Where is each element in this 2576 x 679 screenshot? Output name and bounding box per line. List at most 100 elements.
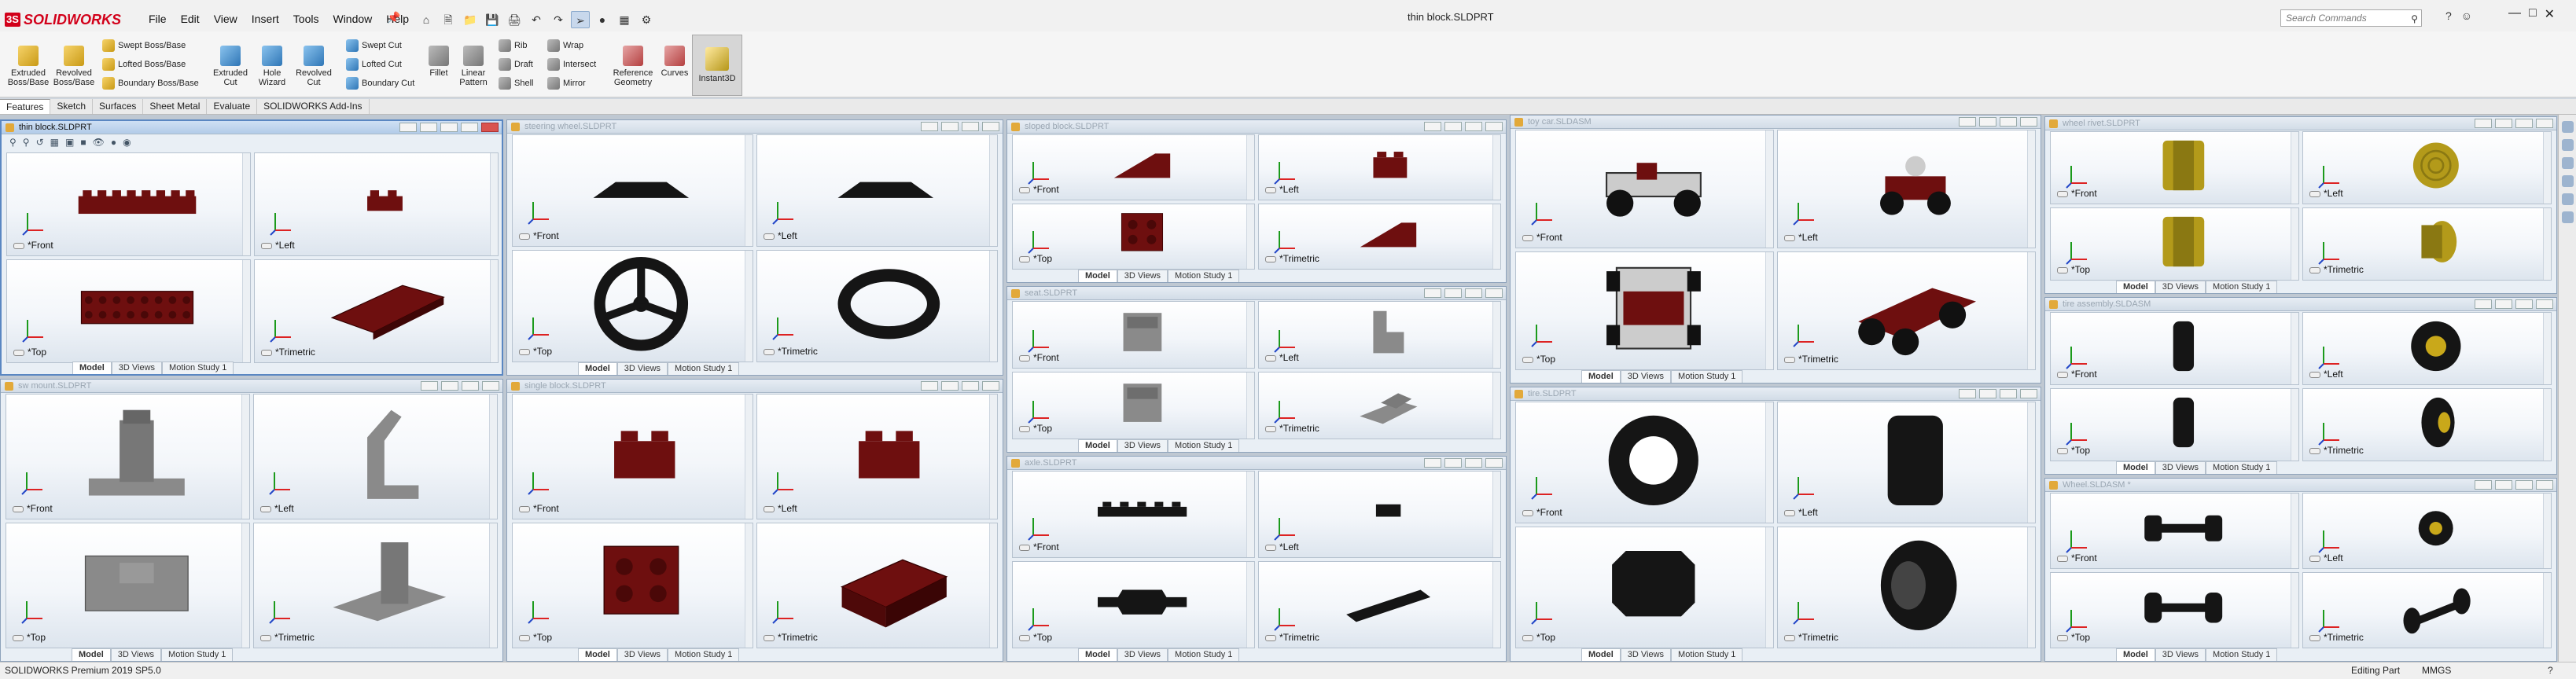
tab-model[interactable]: Model (578, 362, 617, 375)
tab-3d-views[interactable]: 3D Views (110, 648, 162, 661)
document-window[interactable]: sloped block.SLDPRT *Front *Left *Top *T… (1006, 119, 1507, 283)
viewport-front[interactable]: *Front (512, 394, 753, 519)
maximize-icon[interactable] (982, 122, 999, 131)
home-icon[interactable]: ⌂ (422, 13, 430, 26)
minimize-icon[interactable] (2515, 480, 2533, 490)
viewport-scrollbar[interactable] (745, 395, 753, 519)
tab-motion-study[interactable]: Motion Study 1 (2206, 281, 2278, 293)
viewport-front[interactable]: *Front (1515, 130, 1774, 248)
viewport-scrollbar[interactable] (1492, 562, 1500, 648)
save-icon[interactable]: 💾 (485, 13, 499, 26)
tab-motion-study[interactable]: Motion Study 1 (668, 648, 740, 661)
viewport-trimetric[interactable]: *Trimetric (756, 250, 998, 362)
viewport-scrollbar[interactable] (2291, 208, 2298, 280)
tab-motion-study[interactable]: Motion Study 1 (1671, 648, 1743, 661)
select-pointer-icon[interactable]: ➢ (571, 11, 590, 28)
viewport-scrollbar[interactable] (2291, 389, 2298, 461)
zoom-area-icon[interactable]: ⚲ (22, 137, 30, 148)
revolved-boss-button[interactable]: Revolved Boss/Base (52, 46, 96, 87)
viewport-scrollbar[interactable] (2291, 313, 2298, 384)
restore-icon[interactable] (1959, 117, 1976, 127)
minimize-icon[interactable] (1465, 458, 1482, 468)
custom-properties-icon[interactable] (2561, 211, 2574, 223)
tab-3d-views[interactable]: 3D Views (616, 362, 668, 375)
viewport-left[interactable]: *Left (2302, 493, 2552, 569)
viewport-trimetric[interactable]: *Trimetric (1258, 561, 1501, 648)
tile-icon[interactable] (1444, 288, 1462, 298)
viewport-trimetric[interactable]: *Trimetric (1258, 372, 1501, 439)
viewport-scrollbar[interactable] (2543, 573, 2551, 648)
viewport-trimetric[interactable]: *Trimetric (1777, 527, 2036, 648)
viewport-top[interactable]: *Top (1012, 372, 1255, 439)
document-window-title[interactable]: sloped block.SLDPRT (1007, 120, 1506, 134)
tab-model[interactable]: Model (2116, 461, 2155, 474)
tile-icon[interactable] (941, 381, 959, 391)
viewport-scrollbar[interactable] (745, 135, 753, 246)
document-window-title[interactable]: tire assembly.SLDASM (2045, 298, 2556, 311)
tab-model[interactable]: Model (2116, 281, 2155, 293)
tab-model[interactable]: Model (1581, 648, 1621, 661)
tab-motion-study[interactable]: Motion Study 1 (1671, 370, 1743, 383)
viewport-front[interactable]: *Front (2050, 312, 2299, 385)
viewport-top[interactable]: *Top (512, 250, 753, 362)
viewport-scrollbar[interactable] (2291, 573, 2298, 648)
viewport-scrollbar[interactable] (1492, 204, 1500, 269)
tab-motion-study[interactable]: Motion Study 1 (1168, 270, 1240, 282)
viewport-scrollbar[interactable] (2543, 389, 2551, 461)
minimize-icon[interactable] (462, 381, 479, 391)
viewport-left[interactable]: *Left (756, 134, 998, 247)
restore-icon[interactable] (1424, 458, 1441, 468)
viewport-scrollbar[interactable] (2027, 527, 2035, 648)
menu-edit[interactable]: Edit (180, 13, 200, 25)
viewport-scrollbar[interactable] (2291, 494, 2298, 568)
minimize-icon[interactable] (440, 123, 458, 132)
document-window[interactable]: seat.SLDPRT *Front *Left *Top *Trimetric… (1006, 286, 1507, 453)
view-palette-icon[interactable] (2561, 175, 2574, 187)
minimize-icon[interactable] (1465, 288, 1482, 298)
viewport-front[interactable]: *Front (1012, 301, 1255, 369)
viewport-left[interactable]: *Left (254, 152, 499, 256)
tab-3d-views[interactable]: 3D Views (1117, 270, 1168, 282)
restore-icon[interactable] (2475, 119, 2492, 128)
restore-icon[interactable] (2475, 299, 2492, 309)
viewport-scrollbar[interactable] (1765, 252, 1773, 369)
tab-motion-study[interactable]: Motion Study 1 (2206, 648, 2278, 661)
viewport-left[interactable]: *Left (1258, 301, 1501, 369)
viewport-scrollbar[interactable] (242, 260, 250, 362)
maximize-icon[interactable] (1485, 122, 1503, 131)
viewport-front[interactable]: *Front (2050, 493, 2299, 569)
document-window-title[interactable]: Wheel.SLDASM * (2045, 479, 2556, 492)
restore-icon[interactable] (399, 123, 417, 132)
previous-view-icon[interactable]: ↺ (35, 137, 44, 148)
new-document-icon[interactable]: 🗎 (443, 13, 453, 26)
tile-icon[interactable] (2495, 119, 2512, 128)
viewport-scrollbar[interactable] (2543, 494, 2551, 568)
viewport-scrollbar[interactable] (1246, 472, 1254, 557)
tile-icon[interactable] (1979, 117, 1996, 127)
viewport-front[interactable]: *Front (6, 394, 250, 519)
document-window[interactable]: sw mount.SLDPRT *Front *Left *Top *Trime… (0, 379, 503, 662)
minimize-icon[interactable] (2000, 389, 2017, 398)
file-properties-icon[interactable]: ▦ (619, 13, 630, 26)
maximize-icon[interactable]: □ (2529, 6, 2537, 20)
document-window-title[interactable]: seat.SLDPRT (1007, 287, 1506, 300)
extruded-boss-button[interactable]: Extruded Boss/Base (8, 46, 49, 87)
viewport-front[interactable]: *Front (6, 152, 251, 256)
document-window[interactable]: wheel rivet.SLDPRT *Front *Left *Top *Tr… (2044, 116, 2557, 294)
document-window[interactable]: single block.SLDPRT *Front *Left *Top *T… (506, 379, 1003, 662)
menu-tools[interactable]: Tools (293, 13, 319, 25)
close-icon[interactable] (481, 123, 499, 132)
maximize-icon[interactable] (2536, 119, 2553, 128)
tile-icon[interactable] (2495, 480, 2512, 490)
viewport-top[interactable]: *Top (6, 259, 251, 363)
lofted-cut-button[interactable]: Lofted Cut (346, 58, 402, 71)
pin-menu-icon[interactable]: 📌 (387, 11, 401, 24)
view-orientation-icon[interactable]: ▣ (65, 137, 75, 148)
viewport-trimetric[interactable]: *Trimetric (2302, 388, 2552, 461)
maximize-icon[interactable] (1485, 288, 1503, 298)
tile-icon[interactable] (2495, 299, 2512, 309)
reference-geometry-button[interactable]: Reference Geometry (609, 46, 657, 87)
wrap-button[interactable]: Wrap (547, 39, 583, 52)
viewport-scrollbar[interactable] (1492, 135, 1500, 200)
viewport-trimetric[interactable]: *Trimetric (2302, 572, 2552, 648)
